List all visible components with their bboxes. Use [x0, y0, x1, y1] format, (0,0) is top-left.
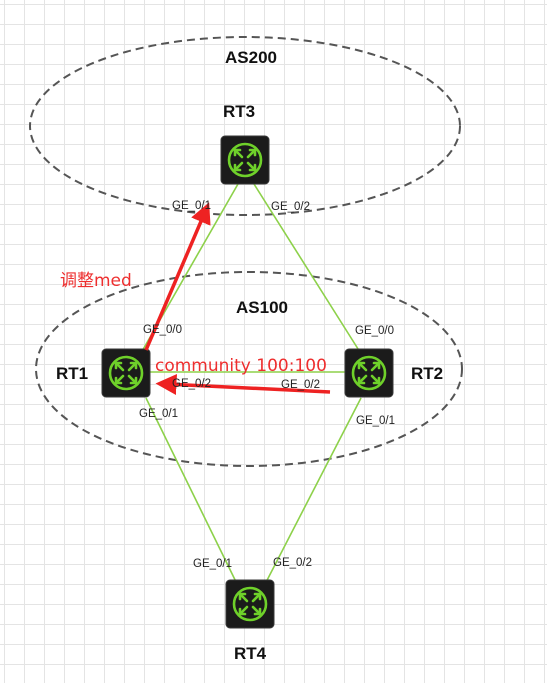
rt2-port-ge01: GE_0/1: [356, 415, 395, 427]
router-rt1-icon[interactable]: [100, 347, 152, 399]
rt4-port-ge01: GE_0/1: [193, 558, 232, 570]
rt1-label: RT1: [56, 364, 88, 383]
as100-area: [35, 271, 463, 467]
link-rt2-rt4: [261, 397, 362, 591]
router-rt2-icon[interactable]: [343, 347, 395, 399]
as200-label: AS200: [225, 48, 277, 67]
rt1-port-ge00: GE_0/0: [143, 324, 182, 336]
rt3-label: RT3: [223, 102, 255, 121]
link-rt3-rt2: [253, 183, 366, 361]
router-rt4-icon[interactable]: [224, 578, 276, 630]
adjust-med-annotation: 调整med: [60, 271, 132, 291]
link-rt1-rt4: [145, 397, 241, 591]
rt2-port-ge02: GE_0/2: [281, 379, 320, 391]
as100-label: AS100: [236, 298, 288, 317]
rt1-port-ge02: GE_0/2: [172, 378, 211, 390]
as200-area: [29, 36, 461, 216]
rt3-port-ge01: GE_0/1: [172, 200, 211, 212]
router-rt3-icon[interactable]: [219, 134, 271, 186]
rt3-port-ge02: GE_0/2: [271, 201, 310, 213]
community-annotation: community 100:100: [155, 356, 327, 376]
med-adjust-arrow: [144, 202, 211, 351]
rt4-port-ge02: GE_0/2: [273, 557, 312, 569]
rt2-port-ge00: GE_0/0: [355, 325, 394, 337]
community-arrow: [155, 374, 331, 395]
rt2-label: RT2: [411, 364, 443, 383]
rt4-label: RT4: [234, 644, 267, 663]
rt1-port-ge01: GE_0/1: [139, 408, 178, 420]
